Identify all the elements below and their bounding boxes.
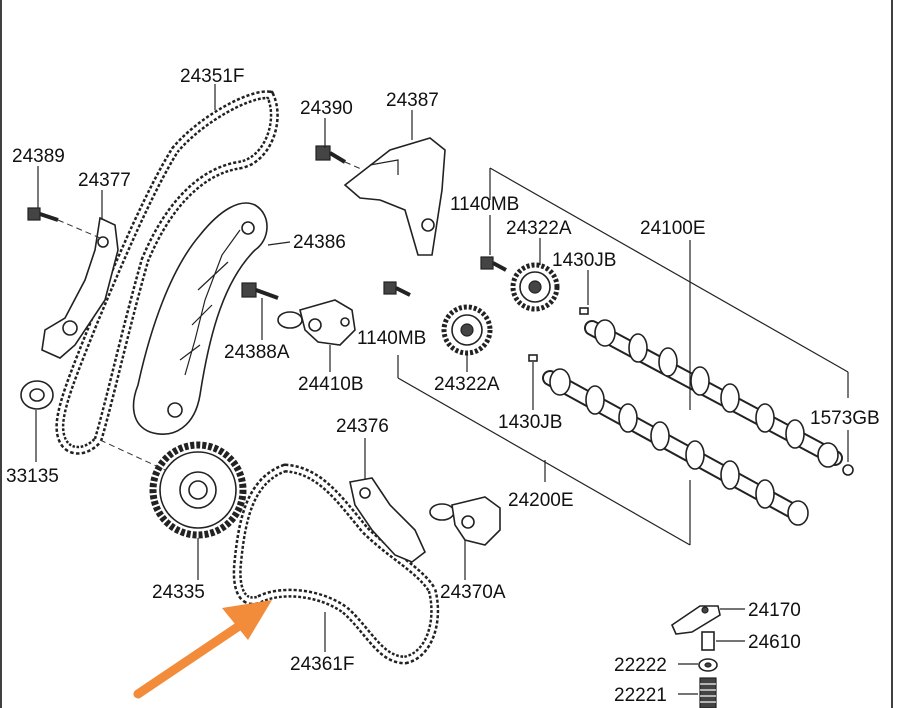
bolt-1140MB-mid — [383, 281, 411, 297]
camshaft-24100E — [584, 319, 843, 468]
label-24322A-top: 24322A — [506, 218, 572, 239]
label-24610: 24610 — [748, 632, 801, 653]
label-22222: 22222 — [614, 655, 667, 676]
orange-arrow-icon — [133, 600, 272, 699]
label-24386: 24386 — [293, 232, 346, 253]
label-24100E: 24100E — [640, 218, 706, 239]
label-24170: 24170 — [748, 600, 801, 621]
rocker-arm-24170 — [670, 605, 721, 635]
retainer-22222 — [698, 658, 718, 672]
label-1430JB-top: 1430JB — [552, 250, 616, 271]
bracket-24377 — [41, 216, 119, 359]
tensioner-24410B — [277, 299, 356, 346]
bolt-24390 — [315, 145, 369, 173]
label-1430JB-mid: 1430JB — [498, 412, 562, 433]
label-24361F: 24361F — [290, 654, 354, 675]
label-24376: 24376 — [336, 416, 389, 437]
crank-sprocket-24335 — [99, 439, 247, 539]
bolt-24389 — [27, 207, 101, 239]
label-24390: 24390 — [300, 98, 353, 119]
plug-1573GB — [842, 464, 854, 476]
label-24351F: 24351F — [180, 66, 244, 87]
label-1140MB-top: 1140MB — [450, 194, 519, 215]
dowel-pin-1430JB-mid — [528, 354, 538, 362]
label-24335: 24335 — [152, 582, 205, 603]
label-24410B: 24410B — [298, 374, 364, 395]
label-24377: 24377 — [78, 170, 131, 191]
lower-timing-chain-24361F — [232, 463, 440, 665]
washer-33135 — [20, 380, 54, 410]
sprocket-24322A-top — [510, 262, 560, 312]
sprocket-24322A-mid — [441, 304, 493, 356]
label-1140MB-mid: 1140MB — [357, 328, 426, 349]
camshaft-24200E — [542, 368, 809, 526]
spring-22221 — [699, 677, 717, 708]
label-24370A: 24370A — [440, 582, 506, 603]
bolt-24388A — [241, 282, 279, 300]
label-24388A: 24388A — [224, 342, 290, 363]
lash-adjuster-24610 — [701, 631, 715, 651]
label-24322A-mid: 24322A — [434, 374, 500, 395]
label-24389: 24389 — [12, 146, 65, 167]
dowel-pin-1430JB-top — [579, 307, 589, 315]
chain-guide-24386 — [132, 202, 268, 435]
bolt-1140MB-top — [480, 256, 507, 272]
label-24200E: 24200E — [508, 490, 574, 511]
label-33135: 33135 — [6, 466, 59, 487]
bracket-24387 — [343, 137, 446, 256]
label-22221: 22221 — [614, 685, 667, 706]
tensioner-24370A — [429, 496, 501, 546]
upper-timing-chain-24351F — [55, 90, 279, 455]
leader-lines — [35, 84, 849, 695]
chain-guide-24376 — [349, 477, 426, 563]
label-1573GB: 1573GB — [810, 408, 880, 429]
label-24387: 24387 — [386, 90, 439, 111]
